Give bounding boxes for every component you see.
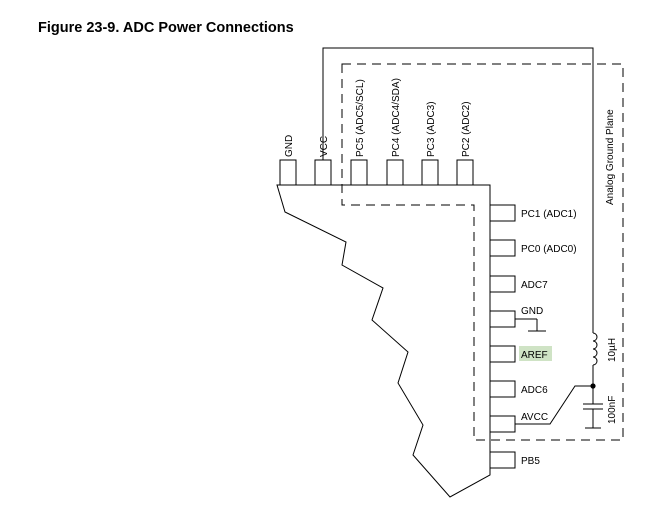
pin-box-pc3 bbox=[421, 159, 439, 186]
pin-box-pc0 bbox=[489, 239, 516, 257]
chip-outline bbox=[276, 184, 491, 498]
top-pin-label: PC2 (ADC2) bbox=[461, 101, 472, 157]
top-pins bbox=[279, 159, 474, 186]
top-pin-label: PC3 (ADC3) bbox=[426, 101, 437, 157]
analog-ground-plane-outline bbox=[341, 63, 624, 441]
inductor-symbol bbox=[592, 332, 598, 366]
right-pin-label: PC1 (ADC1) bbox=[521, 209, 577, 220]
right-pins bbox=[489, 204, 516, 469]
pin-box-gnd bbox=[279, 159, 297, 186]
top-pin-label: VCC bbox=[319, 136, 330, 157]
pin-box-pc1 bbox=[489, 204, 516, 222]
right-pin-label: GND bbox=[521, 306, 543, 317]
pin-box-adc7 bbox=[489, 275, 516, 293]
right-pin-label: PB5 bbox=[521, 456, 540, 467]
avcc-wire bbox=[515, 385, 593, 425]
right-pin-label: PC0 (ADC0) bbox=[521, 244, 577, 255]
analog-ground-plane-label: Analog Ground Plane bbox=[605, 109, 616, 205]
pin-box-avcc bbox=[489, 415, 516, 433]
top-pin-label: PC4 (ADC4/SDA) bbox=[391, 78, 402, 157]
right-pin-label: AREF bbox=[521, 350, 548, 361]
pin-box-aref bbox=[489, 345, 516, 363]
pin-box-adc6 bbox=[489, 380, 516, 398]
aref-highlight bbox=[519, 346, 552, 361]
pin-box-vcc bbox=[314, 159, 332, 186]
ground-symbol bbox=[515, 318, 546, 332]
figure-title: Figure 23-9. ADC Power Connections bbox=[38, 20, 294, 36]
pin-box-gnd-right bbox=[489, 310, 516, 328]
pin-box-pc4 bbox=[386, 159, 404, 186]
capacitor-label: 100nF bbox=[607, 396, 618, 424]
right-pin-label: ADC7 bbox=[521, 280, 548, 291]
capacitor-symbol bbox=[583, 386, 603, 429]
pin-box-pc2 bbox=[456, 159, 474, 186]
right-pin-label: AVCC bbox=[521, 412, 548, 423]
top-pin-label: GND bbox=[284, 135, 295, 157]
inductor-label: 10µH bbox=[607, 338, 618, 362]
pin-box-pb5 bbox=[489, 451, 516, 469]
right-pin-label: ADC6 bbox=[521, 385, 548, 396]
pin-box-pc5 bbox=[350, 159, 368, 186]
vcc-wire bbox=[322, 47, 594, 333]
top-pin-label: PC5 (ADC5/SCL) bbox=[355, 79, 366, 157]
